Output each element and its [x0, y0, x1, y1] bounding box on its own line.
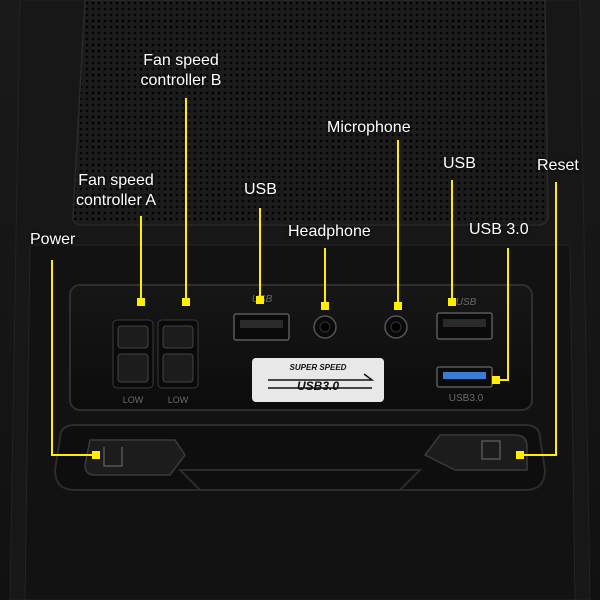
callout-line-reset: [520, 182, 557, 456]
fan-controller-a[interactable]: [112, 319, 154, 389]
label-headphone: Headphone: [288, 223, 371, 240]
fan-controller-b[interactable]: [157, 319, 199, 389]
label-fan-a-line2: controller A: [75, 192, 157, 209]
callout-dot-fan-b: [182, 298, 190, 306]
label-fan-b-line1: Fan speed: [143, 52, 219, 69]
superspeed-usb3-badge: SUPER SPEED USB3.0: [252, 358, 384, 402]
label-microphone: Microphone: [327, 119, 411, 136]
label-reset: Reset: [537, 157, 579, 174]
reset-button[interactable]: [423, 434, 528, 471]
badge-usb3-text: USB3.0: [297, 379, 339, 393]
usb3-port[interactable]: [436, 366, 493, 388]
label-fan-a-line1: Fan speed: [78, 172, 154, 189]
callout-dot-usb-right: [448, 298, 456, 306]
label-fan-b-line2: controller B: [140, 72, 222, 89]
label-usb-3-0: USB 3.0: [469, 221, 529, 238]
low-mark-left: LOW: [123, 395, 144, 405]
badge-superspeed-text: SUPER SPEED: [290, 363, 347, 372]
low-mark-right: LOW: [168, 395, 189, 405]
label-fan-speed-controller-a: Fan speed controller A: [64, 171, 168, 211]
label-power: Power: [30, 231, 76, 248]
callout-dot-microphone: [394, 302, 402, 310]
usb-port-right[interactable]: [436, 312, 493, 340]
callout-line-power: [51, 260, 96, 456]
callout-dot-usb3: [492, 376, 500, 384]
callout-dot-usb-left: [256, 296, 264, 304]
callout-dot-power: [92, 451, 100, 459]
label-usb-left: USB: [244, 181, 277, 198]
callout-dot-reset: [516, 451, 524, 459]
usb-port-left[interactable]: [233, 313, 290, 341]
microphone-jack[interactable]: [384, 315, 408, 339]
callout-dot-headphone: [321, 302, 329, 310]
mesh-grille: [72, 0, 549, 226]
usb-mark-right: USB: [456, 297, 477, 308]
headphone-jack[interactable]: [313, 315, 337, 339]
label-fan-speed-controller-b: Fan speed controller B: [130, 51, 232, 91]
callout-dots: [92, 296, 524, 459]
power-button[interactable]: [84, 439, 186, 476]
power-symbol-icon: [103, 447, 123, 467]
reset-symbol-icon: [481, 440, 501, 460]
callout-dot-fan-a: [137, 298, 145, 306]
button-bar: [53, 424, 547, 491]
label-usb-right: USB: [443, 155, 476, 172]
usb3-mark: USB3.0: [449, 393, 484, 404]
